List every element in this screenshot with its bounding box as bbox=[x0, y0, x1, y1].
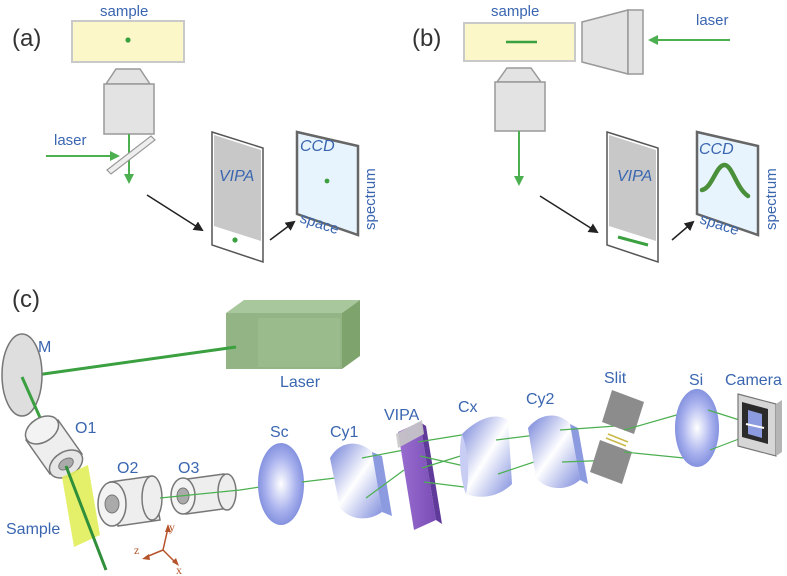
beam-through-sample bbox=[64, 465, 108, 571]
panel-b-ccd-label: CCD bbox=[699, 141, 734, 158]
lens-cy1 bbox=[330, 443, 392, 519]
o3-label: O3 bbox=[178, 460, 199, 477]
panel-a-arrow-to-vipa bbox=[146, 194, 204, 232]
o2-label: O2 bbox=[117, 460, 138, 477]
panel-b-arrow-to-vipa bbox=[539, 195, 599, 234]
panel-a-objective bbox=[103, 68, 155, 135]
panel-b-arrow-to-ccd bbox=[671, 220, 695, 241]
panel-c-label: (c) bbox=[12, 286, 40, 313]
o1-label: O1 bbox=[75, 420, 96, 437]
panel-a-ccd bbox=[295, 130, 360, 237]
panel-a-sample-label: sample bbox=[100, 3, 148, 20]
coordinate-axes: y z x bbox=[134, 520, 182, 576]
beam-cy1-to-vipa-bottom bbox=[365, 469, 405, 499]
panel-b-objective bbox=[494, 67, 546, 132]
mirror-m bbox=[1, 333, 43, 417]
panel-a: (a) sample laser VIPA CCD space spe bbox=[12, 3, 379, 264]
camera-label: Camera bbox=[725, 372, 782, 389]
lens-cx bbox=[459, 416, 512, 497]
panel-a-arrow-to-ccd bbox=[269, 220, 296, 241]
panel-a-vipa bbox=[211, 130, 264, 264]
panel-c: (c) Laser M O1 Sample bbox=[1, 286, 782, 576]
panel-a-ccd-spot bbox=[324, 178, 330, 184]
cy2-label: Cy2 bbox=[526, 391, 555, 408]
slit bbox=[590, 390, 644, 484]
mirror-label: M bbox=[38, 339, 51, 356]
beam-slit-to-si-1 bbox=[623, 413, 681, 431]
si-label: Si bbox=[689, 372, 703, 389]
panel-b-vipa-line bbox=[617, 235, 649, 247]
cx-label: Cx bbox=[458, 399, 478, 416]
camera bbox=[737, 393, 782, 457]
lens-cy2 bbox=[528, 415, 588, 489]
lens-sc bbox=[258, 443, 304, 525]
panel-b-vipa-label: VIPA bbox=[617, 168, 652, 185]
panel-a-laser-label: laser bbox=[54, 132, 87, 149]
laser-source bbox=[226, 300, 360, 369]
vipa-label: VIPA bbox=[384, 407, 420, 424]
panel-a-spectrum-label: spectrum bbox=[362, 168, 379, 230]
cy1-label: Cy1 bbox=[330, 424, 359, 441]
axis-z-label: z bbox=[134, 543, 139, 557]
panel-a-label: (a) bbox=[12, 25, 41, 52]
beam-slit-to-si-2 bbox=[623, 451, 685, 459]
panel-a-sample-spot bbox=[125, 37, 131, 43]
objective-o2 bbox=[97, 475, 163, 527]
panel-b-sample-label: sample bbox=[491, 3, 539, 20]
laser-label: Laser bbox=[280, 374, 321, 391]
panel-b: (b) sample laser VIPA CC bbox=[412, 3, 780, 264]
panel-b-objective-side bbox=[581, 9, 644, 75]
panel-a-ccd-label: CCD bbox=[300, 138, 335, 155]
beam-cy2-to-slit-1 bbox=[559, 425, 617, 431]
slit-label: Slit bbox=[604, 370, 627, 387]
panel-b-laser-label: laser bbox=[696, 12, 729, 29]
panel-b-spectrum-label: spectrum bbox=[763, 168, 780, 230]
axis-y-label: y bbox=[169, 520, 175, 534]
panel-b-spectrum-peak bbox=[699, 162, 751, 199]
panel-a-beamsplitter bbox=[106, 135, 156, 175]
laser-beam-to-mirror bbox=[21, 345, 237, 379]
objective-o1 bbox=[24, 415, 84, 479]
panel-b-label: (b) bbox=[412, 25, 441, 52]
sc-label: Sc bbox=[270, 424, 289, 441]
axis-x-label: x bbox=[176, 563, 182, 576]
beam-cy1-to-vipa-top bbox=[361, 449, 405, 459]
panel-a-vipa-label: VIPA bbox=[219, 168, 254, 185]
vipa-etalon bbox=[396, 420, 442, 530]
panel-b-vipa bbox=[606, 130, 659, 264]
panel-b-ccd bbox=[695, 130, 760, 237]
sample-label: Sample bbox=[6, 521, 60, 538]
lens-si bbox=[675, 389, 719, 467]
panel-a-vipa-spot bbox=[232, 237, 238, 243]
